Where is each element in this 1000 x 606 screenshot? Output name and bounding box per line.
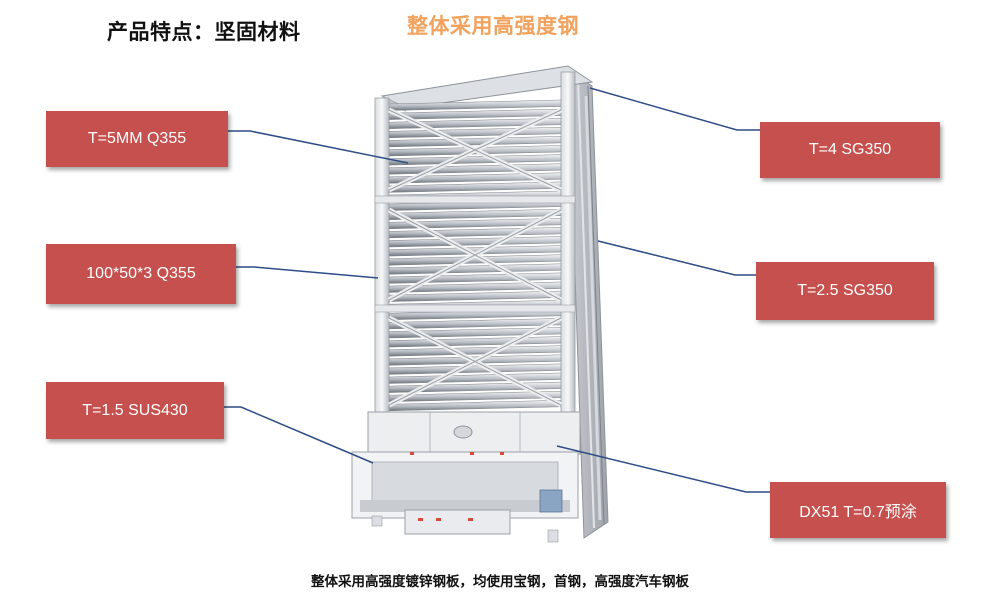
footer-note: 整体采用高强度镀锌钢板，均使用宝钢，首钢，高强度汽车钢板 <box>311 574 689 590</box>
tray-shelf <box>388 345 562 357</box>
tower-frame <box>374 71 602 521</box>
tray-shelf <box>388 372 562 384</box>
tray-shelf <box>388 318 562 330</box>
leader-line-middle-left <box>236 266 379 279</box>
label-middle-left: 100*50*3 Q355 <box>46 244 236 304</box>
label-bottom-right: DX51 T=0.7预涂 <box>770 482 946 538</box>
tray-shelf <box>388 400 562 412</box>
label-top-right: T=4 SG350 <box>760 122 940 178</box>
tray-shelf <box>388 363 562 375</box>
leader-line-top-left <box>228 130 409 164</box>
tray-shelf <box>388 154 562 166</box>
tray-shelf <box>388 263 562 275</box>
label-bottom-left: T=1.5 SUS430 <box>46 382 224 439</box>
tray-shelf <box>388 136 562 148</box>
leader-lines <box>224 87 770 493</box>
tray-shelf <box>388 163 562 175</box>
tray-shelf <box>388 290 562 302</box>
access-module <box>351 411 581 543</box>
tray-shelf <box>388 272 562 284</box>
page-subtitle: 整体采用高强度钢 <box>407 14 579 38</box>
page-title: 产品特点：坚固材料 <box>107 20 301 44</box>
tray-shelf <box>388 336 562 348</box>
tray-shelf <box>388 208 562 220</box>
leader-line-middle-right <box>597 240 756 276</box>
tray-shelf <box>388 108 562 120</box>
tray-shelf <box>388 236 562 248</box>
tray-shelf <box>388 127 562 139</box>
leader-line-bottom-left <box>224 406 374 464</box>
label-top-left: T=5MM Q355 <box>46 111 228 167</box>
label-middle-right: T=2.5 SG350 <box>756 262 934 320</box>
tray-shelf <box>388 227 562 239</box>
tray-shelf <box>388 181 562 193</box>
leader-line-bottom-right <box>556 445 770 493</box>
leader-line-top-right <box>589 87 760 131</box>
